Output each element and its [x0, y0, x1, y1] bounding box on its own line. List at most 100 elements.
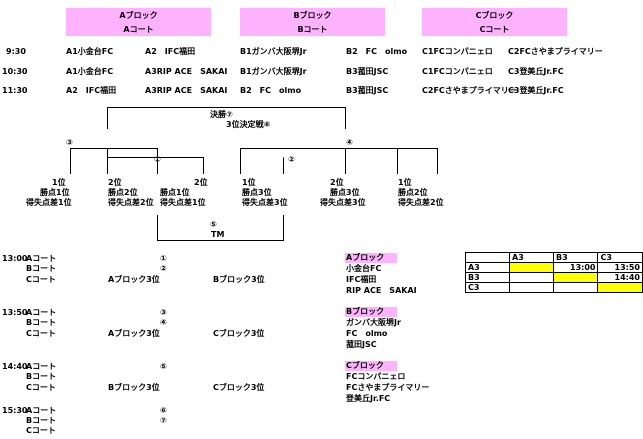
slot-rank: 2位	[330, 178, 344, 187]
match-team: A1小金台FC	[66, 47, 114, 56]
table-cell	[552, 282, 599, 293]
court-label: Cコート	[26, 275, 56, 284]
slot-goal-diff: 得失点差1位	[26, 198, 72, 207]
match-team: B2 FC olmo	[346, 47, 408, 56]
court-label: Aコート	[26, 308, 57, 317]
roster-team: ガンバ大阪堺Jr	[346, 318, 401, 327]
block-c-name: Cブロック	[475, 11, 514, 20]
match-number: ⑤	[160, 362, 167, 371]
final-label: 決勝⑦	[210, 110, 233, 119]
court-label: Bコート	[26, 318, 57, 327]
match-number: ①	[154, 155, 161, 164]
court-label: Cコート	[26, 426, 56, 435]
table-cell: 13:00	[552, 262, 599, 273]
slot-goal-diff: 得失点差3位	[242, 198, 288, 207]
table-cell: B3	[465, 272, 510, 283]
team-label: Bブロック3位	[213, 275, 265, 284]
time-label: 11:30	[2, 86, 28, 95]
match-team: A2 IFC福田	[66, 86, 117, 95]
match-team: C3登美丘Jr.FC	[508, 86, 564, 95]
match-number: ①	[160, 254, 167, 263]
match-team: B2 FC olmo	[240, 86, 302, 95]
slot-goal-diff: 得失点差1位	[160, 198, 206, 207]
team-label: Cブロック3位	[213, 329, 265, 338]
court-label: Bコート	[26, 264, 57, 273]
match-team: B1ガンバ大阪堺Jr	[240, 47, 307, 56]
table-row: A3 13:00 13:50	[465, 262, 643, 273]
roster-title: Cブロック	[346, 361, 384, 370]
match-team: C1FCコンパニェロ	[422, 67, 493, 76]
tm-label: TM	[211, 230, 225, 239]
match-team: A1小金台FC	[66, 67, 114, 76]
table-cell	[509, 272, 554, 283]
roster-team: FC olmo	[346, 329, 388, 338]
roster-team: FCコンパニェロ	[346, 372, 406, 381]
match-team: B3菰田JSC	[346, 67, 389, 76]
table-cell	[552, 272, 599, 283]
team-label: Aブロック3位	[108, 329, 160, 338]
block-c-header: Cブロック Cコート	[422, 8, 567, 36]
table-cell	[509, 262, 554, 273]
third-place-table: A3 B3 C3 A3 13:00 13:50 B3 14:40 C3	[465, 252, 643, 293]
team-label: Cブロック3位	[213, 383, 265, 392]
roster-team: 小金台FC	[346, 264, 382, 273]
match-number: ③	[66, 138, 73, 147]
block-a-name: Aブロック	[119, 11, 158, 20]
match-number: ④	[346, 138, 353, 147]
time-label: 13:50	[2, 308, 28, 317]
court-label: Cコート	[26, 383, 56, 392]
block-b-header: Bブロック Bコート	[240, 8, 385, 36]
match-team: A3RIP ACE SAKAI	[145, 67, 228, 76]
match-number: ②	[160, 264, 167, 273]
table-cell: 13:50	[597, 262, 643, 273]
court-label: Aコート	[26, 406, 57, 415]
third-place-label: 3位決定戦⑥	[226, 120, 271, 129]
slot-points: 勝点1位	[160, 188, 190, 197]
slot-goal-diff: 得失点差2位	[398, 198, 444, 207]
roster-team: 登美丘Jr.FC	[346, 394, 391, 403]
court-label: Aコート	[26, 362, 57, 371]
table-cell: C3	[465, 282, 510, 293]
time-label: 10:30	[2, 67, 28, 76]
table-cell: B3	[552, 252, 599, 263]
block-b-name: Bブロック	[293, 11, 332, 20]
match-team: C2FCさやまプライマリー	[508, 47, 603, 56]
match-number: ⑦	[160, 416, 167, 425]
table-row: B3 14:40	[465, 272, 643, 283]
roster-team: 菰田JSC	[346, 340, 377, 349]
court-label: Cコート	[26, 329, 56, 338]
table-row: C3	[465, 282, 643, 293]
match-team: A3RIP ACE SAKAI	[145, 86, 228, 95]
slot-points: 勝点2位	[108, 188, 138, 197]
slot-goal-diff: 得失点差3位	[320, 198, 366, 207]
roster-title-bg	[345, 361, 397, 371]
slot-goal-diff: 得失点差2位	[108, 198, 154, 207]
roster-team: IFC福田	[346, 275, 377, 284]
slot-rank: 1位	[52, 178, 66, 187]
table-cell	[509, 282, 554, 293]
block-c-court: Cコート	[479, 25, 510, 34]
match-number: ⑤	[210, 220, 217, 229]
court-label: Bコート	[26, 372, 57, 381]
table-cell	[465, 252, 510, 263]
match-number: ⑥	[160, 406, 167, 415]
slot-rank: 1位	[242, 178, 256, 187]
block-a-court: Aコート	[123, 25, 154, 34]
block-a-header: Aブロック Aコート	[66, 8, 211, 36]
match-team: C3登美丘Jr.FC	[508, 67, 564, 76]
table-cell: 14:40	[597, 272, 643, 283]
roster-team: FCさやまプライマリー	[346, 383, 430, 392]
slot-rank: 2位	[108, 178, 122, 187]
slot-rank: 1位	[398, 178, 412, 187]
match-team: B1ガンバ大阪堺Jr	[240, 67, 307, 76]
slot-rank: 2位	[194, 178, 208, 187]
table-cell: C3	[597, 252, 643, 263]
table-cell: A3	[509, 252, 554, 263]
match-number: ③	[160, 308, 167, 317]
table-header-row: A3 B3 C3	[465, 252, 643, 263]
team-label: Aブロック3位	[108, 275, 160, 284]
match-team: B3菰田JSC	[346, 86, 389, 95]
court-label: Bコート	[26, 416, 57, 425]
roster-title: Aブロック	[346, 253, 385, 262]
